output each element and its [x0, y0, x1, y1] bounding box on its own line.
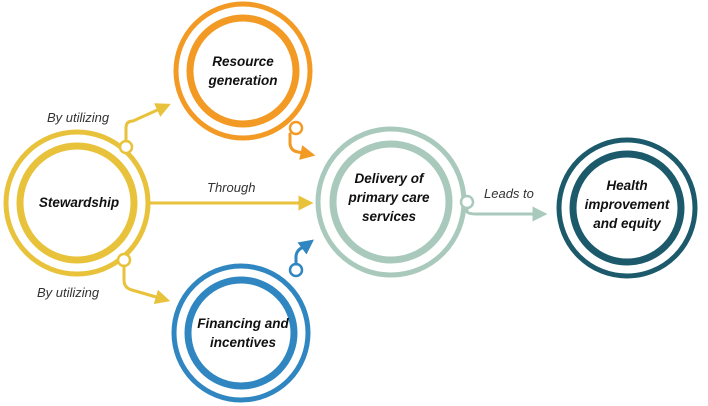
- resource-label-line1: Resource: [212, 54, 274, 69]
- stewardship-top-connector-dot: [118, 139, 134, 155]
- arrow-delivery-to-health: [465, 206, 548, 222]
- arrow-financing-to-delivery: [294, 239, 314, 266]
- financing-outer-ring: [171, 263, 311, 403]
- delivery-inner-ring: [329, 140, 453, 264]
- edge-label-by-utilizing-bottom: By utilizing: [37, 285, 100, 300]
- resource-inner-ring: [186, 14, 300, 128]
- delivery-node: Delivery of primary care services: [315, 126, 475, 278]
- stewardship-label: Stewardship: [39, 195, 119, 210]
- financing-label-line1: Financing and: [197, 316, 289, 331]
- health-node: Health improvement and equity: [556, 137, 698, 279]
- arrow-stewardship-to-financing: [122, 264, 171, 305]
- stewardship-node: Stewardship: [3, 129, 151, 277]
- edge-label-through: Through: [207, 180, 255, 195]
- delivery-label-line3: services: [362, 209, 417, 224]
- resource-label-line2: generation: [207, 73, 277, 88]
- financing-connector-dot: [288, 262, 304, 278]
- health-label-line2: improvement: [585, 197, 670, 212]
- resource-generation-node: Resource generation: [173, 1, 313, 141]
- resource-connector-dot: [288, 120, 304, 136]
- edge-label-by-utilizing-top: By utilizing: [47, 110, 110, 125]
- financing-incentives-node: Financing and incentives: [171, 262, 311, 403]
- resource-outer-ring: [173, 1, 313, 141]
- delivery-connector-dot: [459, 194, 475, 210]
- edge-label-leads-to: Leads to: [484, 186, 534, 201]
- financing-label-line2: incentives: [210, 335, 277, 350]
- stewardship-outer-ring: [3, 129, 151, 277]
- stewardship-inner-ring: [16, 142, 138, 264]
- arrow-stewardship-to-resource: [124, 103, 171, 143]
- health-label-line1: Health: [606, 178, 647, 193]
- delivery-label-line2: primary care: [347, 190, 430, 205]
- health-label-line3: and equity: [593, 216, 662, 231]
- health-inner-ring: [569, 150, 685, 266]
- stewardship-bottom-connector-dot: [116, 252, 132, 268]
- delivery-label-line1: Delivery of: [354, 171, 425, 186]
- health-outer-ring: [556, 137, 698, 279]
- financing-inner-ring: [184, 276, 298, 390]
- arrow-resource-to-delivery: [288, 132, 316, 160]
